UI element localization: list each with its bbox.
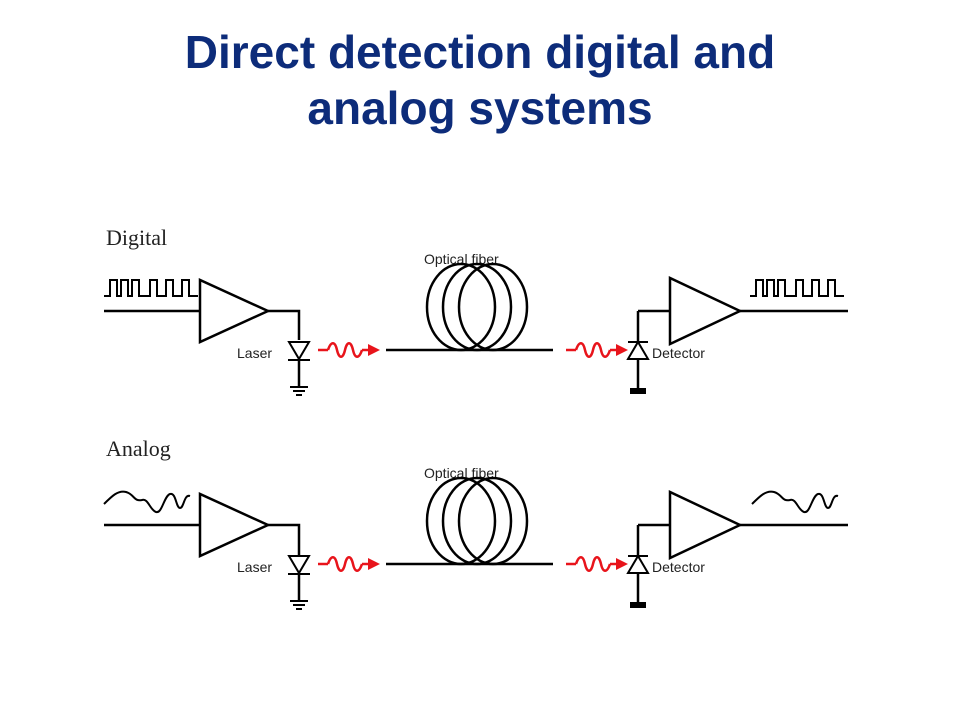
digital-fiber-coil xyxy=(425,262,529,352)
digital-detector-diode xyxy=(626,311,650,394)
digital-row: Digital Laser Optical fiber xyxy=(103,225,848,396)
digital-optical-signal-out xyxy=(316,342,382,358)
digital-transmit-amplifier xyxy=(198,278,272,344)
digital-laser-label: Laser xyxy=(237,345,272,361)
analog-optical-signal-out xyxy=(316,556,382,572)
digital-input-signal xyxy=(103,279,199,297)
analog-receive-amplifier xyxy=(668,490,743,560)
analog-amp-to-laser-wire xyxy=(268,523,301,555)
analog-optical-signal-in xyxy=(564,556,630,572)
digital-detector-label: Detector xyxy=(652,345,705,361)
digital-output-signal xyxy=(749,279,845,297)
analog-detector-label: Detector xyxy=(652,559,705,575)
analog-laser-diode xyxy=(287,555,311,610)
digital-optical-signal-in xyxy=(564,342,630,358)
analog-label: Analog xyxy=(106,436,171,461)
digital-amp-to-laser-wire xyxy=(268,309,301,340)
analog-row: Analog Laser Optical fiber xyxy=(103,436,848,610)
digital-receive-amplifier xyxy=(668,276,743,346)
slide-title-line-1: Direct detection digital and xyxy=(184,26,776,78)
analog-detector-diode xyxy=(626,525,650,608)
digital-label: Digital xyxy=(106,225,167,250)
analog-output-signal xyxy=(751,490,839,514)
analog-input-signal xyxy=(103,490,191,514)
slide-title: Direct detection digital and analog syst… xyxy=(0,24,960,136)
digital-laser-diode xyxy=(287,341,311,396)
analog-transmit-amplifier xyxy=(198,492,272,558)
analog-fiber-coil xyxy=(425,476,529,566)
slide-title-line-2: analog systems xyxy=(307,82,653,134)
analog-laser-label: Laser xyxy=(237,559,272,575)
